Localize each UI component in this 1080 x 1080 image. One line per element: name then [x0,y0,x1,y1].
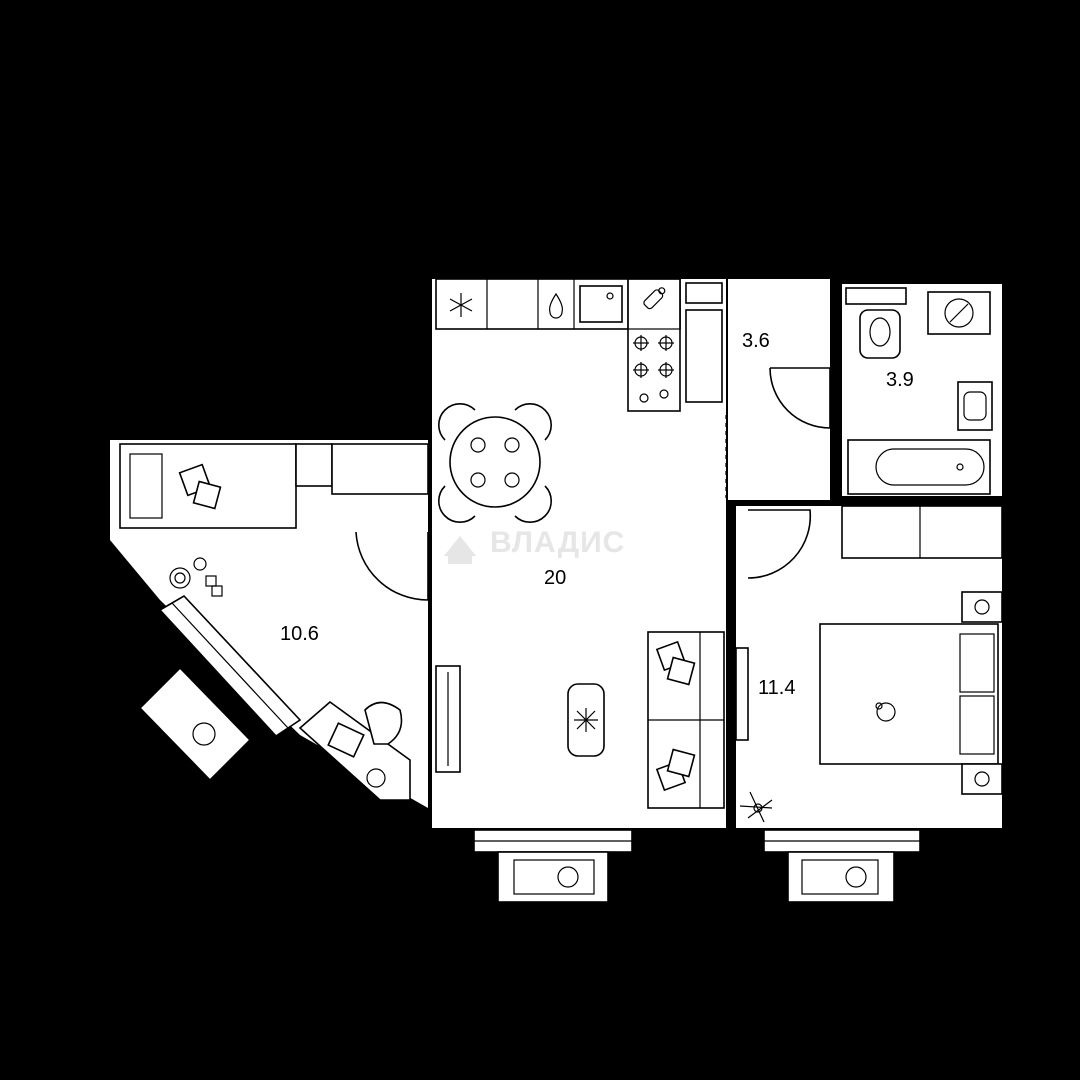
flower-icon [574,708,598,732]
fridge-cabinet [685,309,723,403]
left-bedroom-furniture [119,443,429,801]
wardrobe [331,443,429,495]
drop-icon [549,292,563,319]
hall-wardrobe [769,367,831,429]
room-area-hall: 3.6 [742,330,770,352]
room-area-bedroom-right: 11.4 [758,677,795,699]
fan-icon [944,298,974,328]
double-bed [819,623,999,765]
stove-burners [633,335,674,403]
sofa [647,631,725,809]
coffee-table [567,683,605,757]
bathtub [847,439,991,495]
plant-icon [739,791,773,823]
room-area-bathroom: 3.9 [886,369,914,391]
washbasin [957,381,993,431]
sink [579,285,623,323]
cat-icon [875,702,896,722]
balcony-window-left [138,594,302,782]
snowflake-icon [449,293,473,317]
fan-icon [845,866,867,888]
toilet [859,309,901,359]
toys [169,557,223,597]
watermark: ВЛАДИС [444,526,625,564]
bottom-windows [473,829,921,903]
desk [298,700,411,801]
kitchen-counter [435,278,723,412]
dining-table [438,403,552,523]
bottle-icon [643,287,666,310]
entrance-door[interactable] [742,179,830,270]
room-area-bedroom-left: 10.6 [280,623,319,645]
right-bedroom-furniture [735,505,1003,823]
watermark-text: ВЛАДИС [490,526,625,559]
room-area-kitchen-living: 20 [544,567,566,589]
tv-right [735,647,749,741]
fan-icon [557,866,579,888]
wardrobe-right [841,505,1003,559]
fan-icon [192,722,216,746]
bathroom-fixtures [770,287,993,495]
